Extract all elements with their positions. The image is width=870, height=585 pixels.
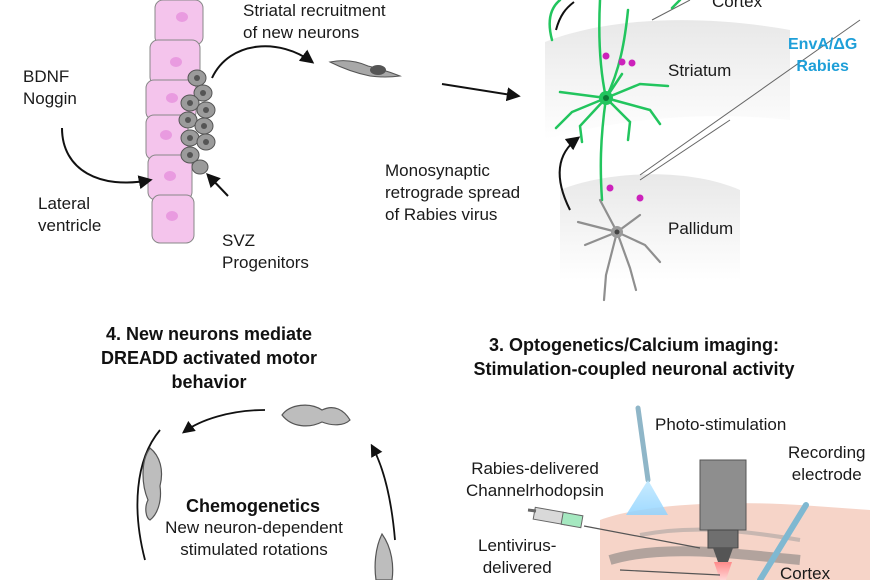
striatum-label: Striatum [668, 61, 732, 80]
pallidum-region [560, 174, 740, 280]
channelrhodopsin-label: Rabies-delivered Channelrhodopsin [466, 459, 604, 500]
rotation-arc-left [136, 429, 161, 561]
rabies-particles [602, 52, 644, 202]
top-curve-arrow [555, 1, 575, 31]
ventricle-wall [145, 0, 204, 244]
svz-pointer-arrow [206, 172, 229, 197]
cortex-label-top: Cortex [712, 0, 763, 11]
svz-nuclei [185, 75, 209, 158]
objective [699, 459, 747, 580]
lateral-ventricle-label: Lateral ventricle [38, 194, 102, 235]
rotation-arc-top [181, 409, 266, 434]
to-striatum-arrow [441, 83, 521, 102]
recording-electrode [757, 502, 809, 580]
syringe [527, 506, 701, 549]
photo-stimulation-label: Photo-stimulation [655, 415, 787, 434]
lentivirus-label: Lentivirus- delivered [478, 536, 557, 577]
rotations-label: New neuron-dependent stimulated rotation… [165, 518, 343, 559]
pallidum-label: Pallidum [668, 219, 734, 238]
chemogenetics-label: Chemogenetics [185, 496, 321, 516]
photostim-fiber [626, 405, 668, 515]
rotation-arc-right [370, 443, 396, 541]
factor-arrow [61, 127, 153, 190]
svz-progenitors-label: SVZ Progenitors [222, 231, 309, 272]
rabies-label: EnvA/ΔG Rabies [788, 36, 858, 75]
recruitment-arrow [211, 45, 315, 79]
pallidal-neuron [576, 198, 662, 302]
migrating-neuron [328, 60, 402, 78]
recording-electrode-label: Recording electrode [788, 443, 866, 484]
cortex-label-bottom: Cortex [780, 564, 831, 583]
panel3-heading: 3. Optogenetics/Calcium imaging: Stimula… [473, 335, 795, 379]
retrograde-arrow [558, 136, 581, 211]
retrograde-spread-label: Monosynaptic retrograde spread of Rabies… [385, 161, 521, 224]
rat-icons [142, 404, 394, 580]
green-new-neuron [548, 0, 682, 202]
panel4-heading: 4. New neurons mediate DREADD activated … [100, 324, 318, 392]
striatal-recruitment-label: Striatal recruitment of new neurons [243, 1, 386, 42]
factors-label: BDNF Noggin [23, 67, 77, 108]
striatum-region [545, 20, 790, 140]
